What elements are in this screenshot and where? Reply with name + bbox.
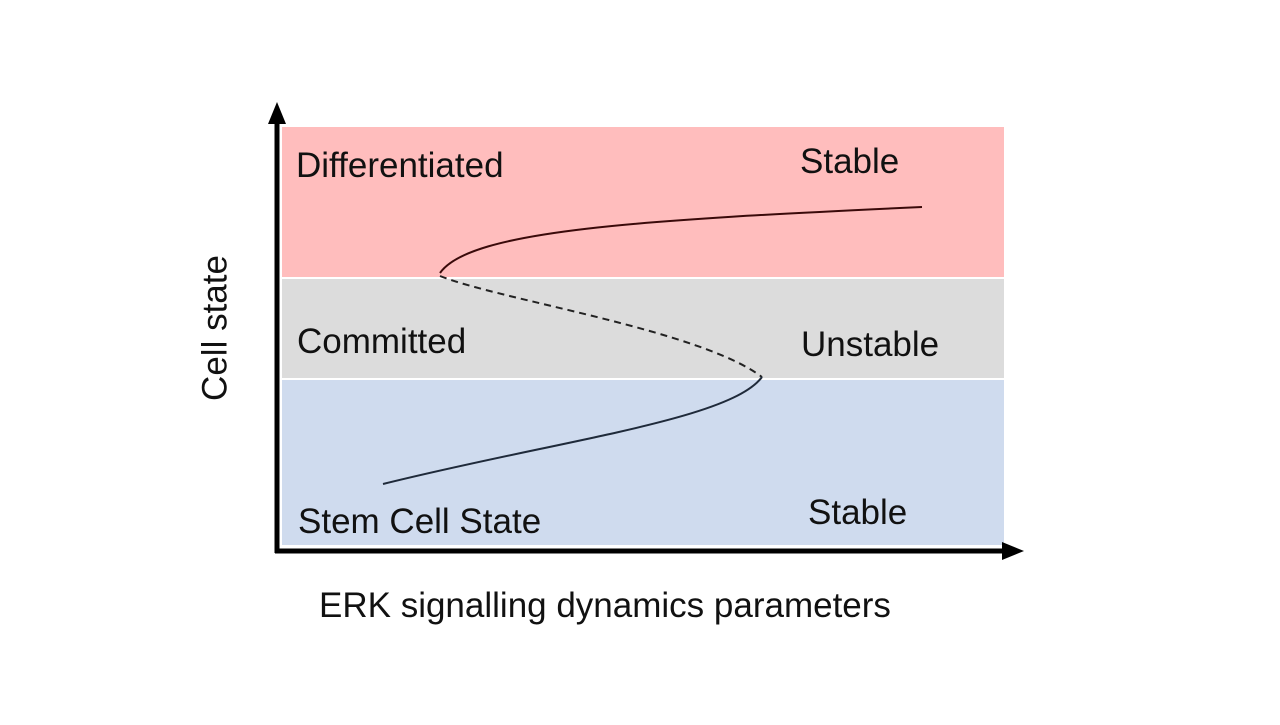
differentiated-stability-label: Stable (800, 142, 900, 181)
stable-upper-branch (439, 206, 923, 274)
stable-lower-branch (382, 376, 763, 485)
x-axis-label: ERK signalling dynamics parameters (319, 586, 891, 625)
y-axis-label: Cell state (195, 255, 235, 401)
unstable-middle-branch (439, 275, 763, 378)
differentiated-band (282, 127, 1004, 277)
differentiated-label: Differentiated (296, 146, 504, 185)
stem-cell-stability-label: Stable (808, 493, 908, 532)
stem-cell-label: Stem Cell State (298, 502, 542, 541)
committed-stability-label: Unstable (801, 325, 940, 364)
stem-cell-band (282, 380, 1004, 545)
y-axis-arrowhead (268, 102, 286, 124)
x-axis-arrowhead (1002, 542, 1024, 560)
committed-label: Committed (297, 322, 467, 361)
